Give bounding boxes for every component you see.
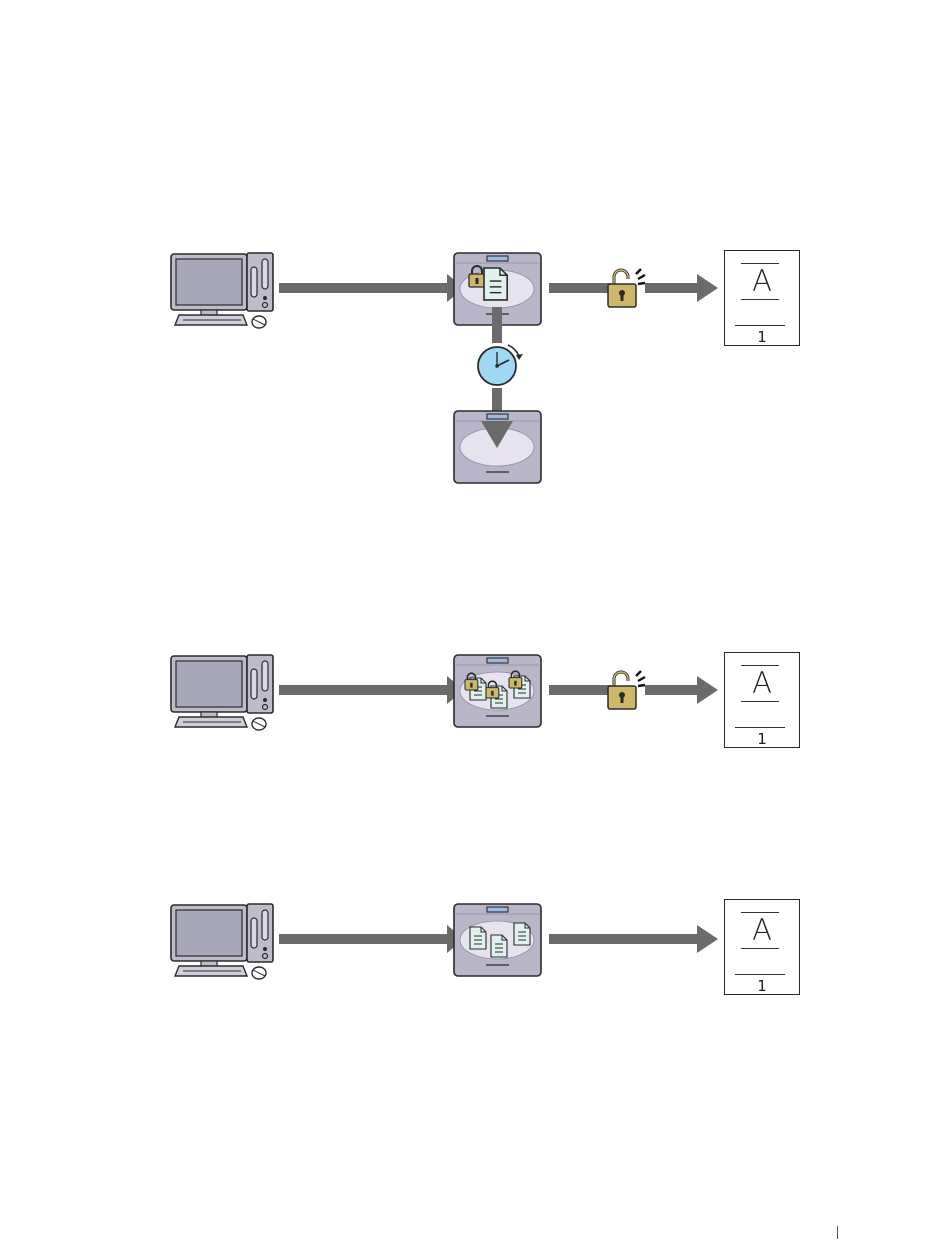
arrow-icon: [549, 685, 611, 695]
document-icon: [491, 935, 507, 957]
arrow-icon: [279, 283, 447, 293]
diagram-3-graphics: [0, 901, 950, 1011]
document-icon: [470, 927, 486, 949]
arrow-icon: [549, 283, 611, 293]
footer-divider: [837, 1226, 838, 1239]
document-icon: [484, 268, 507, 300]
computer-icon: [171, 655, 273, 730]
diagram-2-graphics: [0, 652, 950, 762]
arrow-icon: [645, 685, 697, 695]
arrow-icon: [279, 934, 447, 944]
unlocked-padlock-icon: [608, 269, 645, 307]
diagram-stored-print: A 1: [0, 901, 950, 1011]
computer-icon: [171, 904, 273, 979]
arrow-icon: [492, 307, 502, 343]
arrow-head: [697, 274, 718, 302]
arrow-icon: [279, 685, 447, 695]
document-icon: [514, 923, 530, 945]
diagram-1-graphics: [0, 0, 950, 520]
page-letter: A: [725, 267, 799, 296]
arrow-head: [697, 925, 718, 953]
arrow-head: [697, 676, 718, 704]
unlocked-padlock-icon: [608, 671, 645, 709]
diagram-secure-print: A 1: [0, 652, 950, 762]
computer-icon: [171, 253, 273, 328]
printed-page: A 1: [724, 899, 800, 995]
page-letter: A: [725, 916, 799, 945]
diagram-timed-secure-print: A 1: [0, 0, 950, 520]
arrow-icon: [549, 934, 697, 944]
printed-page: A 1: [724, 652, 800, 748]
arrow-icon: [645, 283, 697, 293]
page-number: 1: [725, 732, 799, 747]
page-letter: A: [725, 669, 799, 698]
page-number: 1: [725, 330, 799, 345]
printed-page: A 1: [724, 250, 800, 346]
clock-icon: [478, 345, 523, 385]
page-number: 1: [725, 979, 799, 994]
